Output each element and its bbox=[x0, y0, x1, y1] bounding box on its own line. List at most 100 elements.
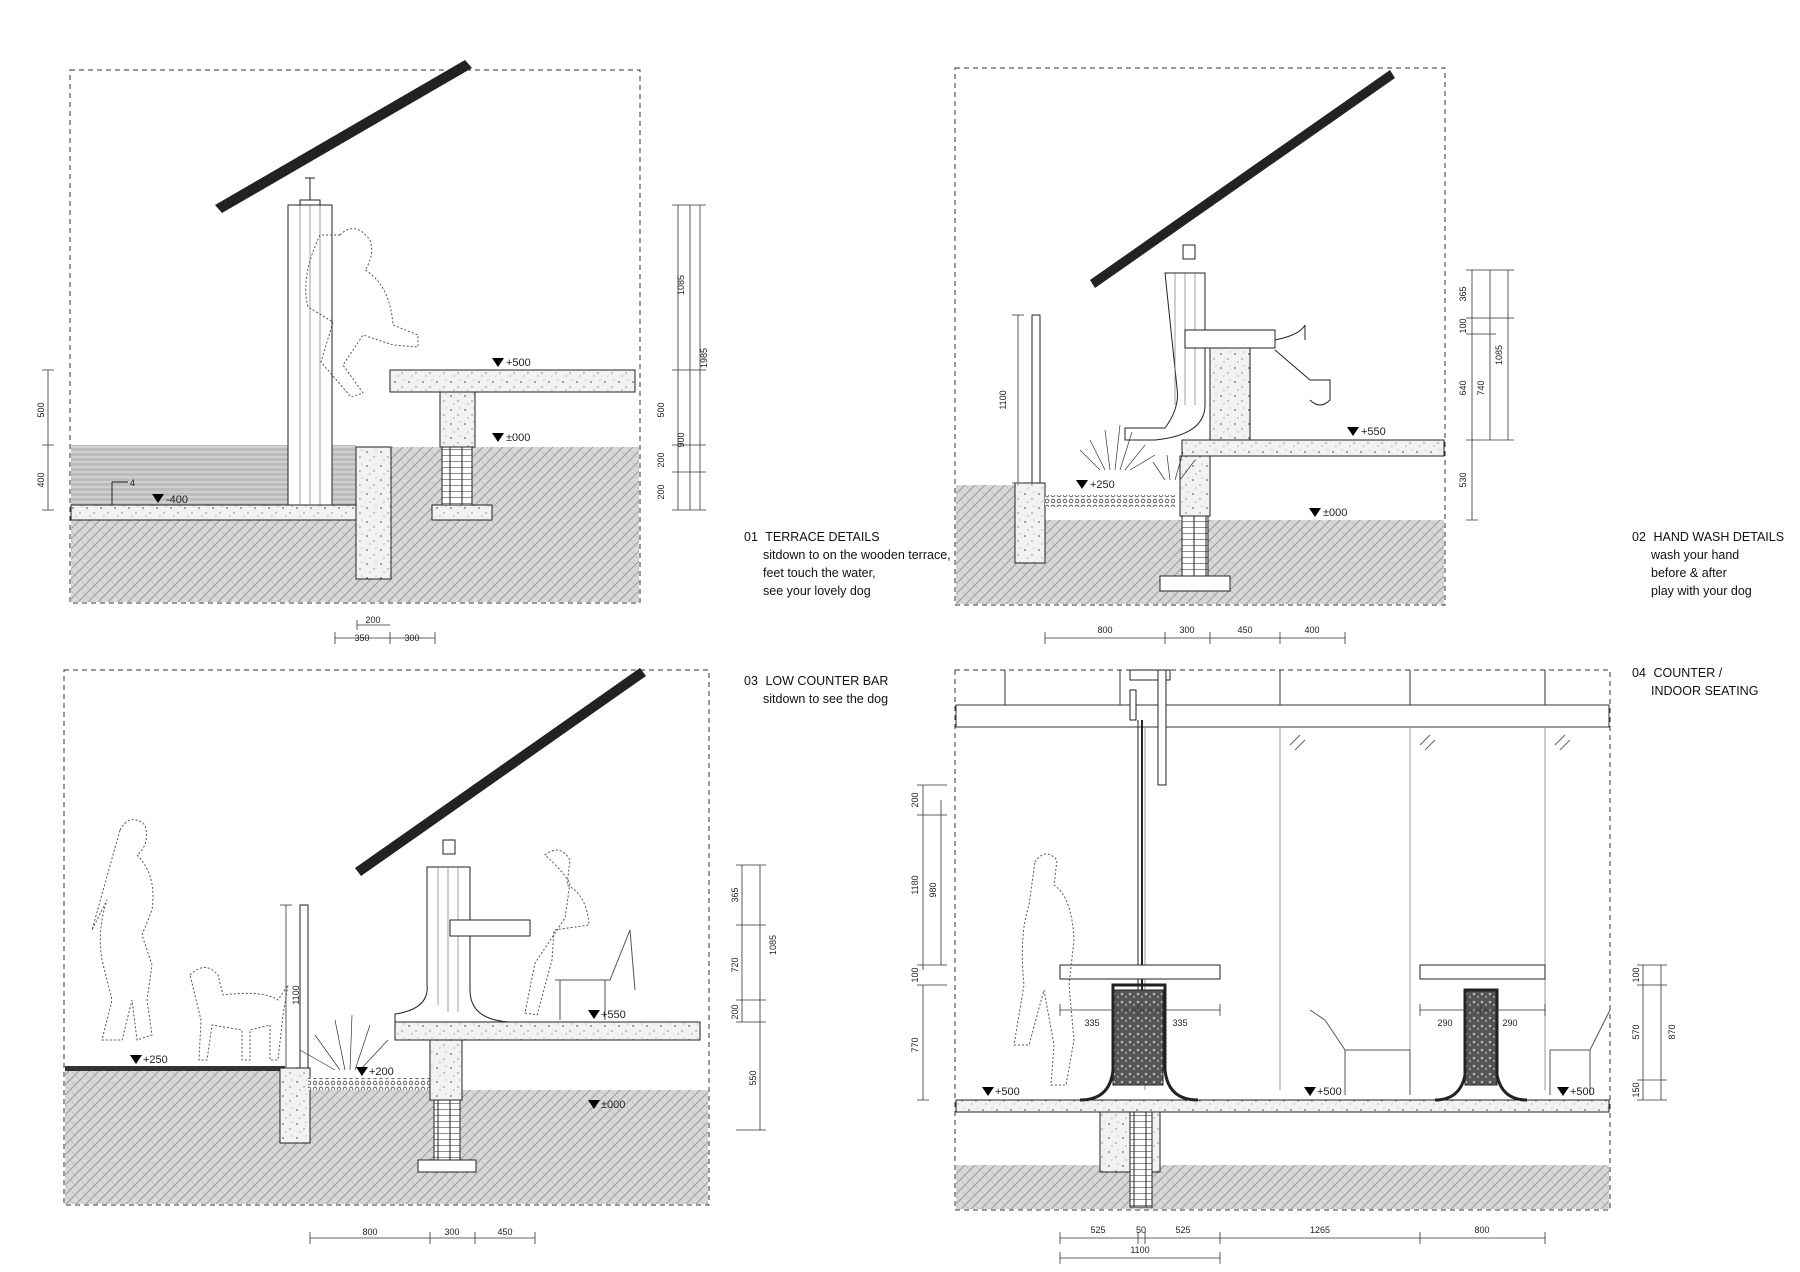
dimension-label: 1100 bbox=[291, 985, 301, 1004]
level-label: ±000 bbox=[1323, 507, 1347, 519]
column-cap bbox=[299, 177, 321, 206]
dimension-label: 150 bbox=[1631, 1082, 1641, 1097]
level-marker bbox=[1076, 480, 1088, 489]
caption-line: wash your hand bbox=[1651, 548, 1740, 562]
level-marker bbox=[588, 1010, 600, 1019]
planter-wall bbox=[1014, 482, 1046, 564]
dimension-label: 50 bbox=[1136, 1225, 1146, 1235]
grass-tuft bbox=[299, 1014, 389, 1071]
level-marker bbox=[1309, 508, 1321, 517]
ground-soil bbox=[956, 1165, 1609, 1209]
panel-terrace-section: +500 ±000 -400 4 1085 1985 500 900 200 2… bbox=[36, 60, 709, 644]
dimension-lines-left bbox=[917, 784, 947, 1101]
dimension-label: 350 bbox=[354, 633, 369, 643]
level-label: +200 bbox=[369, 1066, 394, 1078]
chair bbox=[1309, 1009, 1611, 1095]
dimension-label: 200 bbox=[365, 615, 380, 625]
dimension-label: 770 bbox=[910, 1037, 920, 1052]
pond-slab bbox=[70, 504, 357, 521]
dimension-label: 200 bbox=[656, 452, 666, 467]
slope-label: 4 bbox=[130, 478, 135, 488]
railing-post bbox=[1031, 314, 1041, 484]
dimension-label: 530 bbox=[1458, 472, 1468, 487]
grass-tuft bbox=[1152, 451, 1196, 481]
caption-hand-wash-details: 02 HAND WASH DETAILS wash your hand befo… bbox=[1632, 528, 1784, 600]
level-label: ±000 bbox=[506, 432, 530, 444]
dimension-label: 300 bbox=[404, 633, 419, 643]
caption-number: 03 bbox=[744, 674, 758, 688]
panel-low-counter-section: +250 +200 +550 ±000 1100 365 1085 720 20… bbox=[63, 668, 778, 1244]
level-label: +250 bbox=[143, 1054, 168, 1066]
dimension-label: 1265 bbox=[1310, 1225, 1330, 1235]
dimension-lines-right bbox=[1637, 964, 1667, 1101]
dimension-label: 100 bbox=[910, 967, 920, 982]
ceiling-beam bbox=[955, 704, 1610, 728]
dimension-lines-bottom bbox=[1044, 632, 1346, 644]
hanging-bracket bbox=[1157, 669, 1167, 786]
caption-line: feet touch the water, bbox=[763, 566, 876, 580]
dimension-label: 450 bbox=[1237, 625, 1252, 635]
panel-frame bbox=[63, 669, 710, 1206]
panel-frame bbox=[954, 67, 1446, 606]
seated-person-figure bbox=[524, 849, 590, 1016]
level-marker bbox=[356, 1067, 368, 1076]
panel-frame bbox=[954, 669, 1611, 1211]
bar-stool bbox=[555, 929, 636, 1020]
dimension-label: 400 bbox=[1304, 625, 1319, 635]
terrace-deck bbox=[389, 369, 636, 393]
caption-line: sitdown to on the wooden terrace, bbox=[763, 548, 951, 562]
slab-beam bbox=[429, 1039, 463, 1101]
level-marker bbox=[982, 1087, 994, 1096]
dimension-label: 300 bbox=[444, 1227, 459, 1237]
grass-tuft bbox=[1079, 424, 1156, 471]
caption-title: TERRACE DETAILS bbox=[765, 530, 880, 544]
caption-number: 02 bbox=[1632, 530, 1646, 544]
dimension-lines-left bbox=[1012, 314, 1024, 484]
dimension-label: 335 bbox=[1084, 1018, 1099, 1028]
level-label: +550 bbox=[1361, 426, 1386, 438]
dimension-lines-right bbox=[672, 204, 706, 511]
level-label: +500 bbox=[995, 1086, 1020, 1098]
retaining-wall bbox=[355, 446, 392, 580]
level-label: -400 bbox=[166, 494, 188, 506]
dimension-label: 1180 bbox=[910, 875, 920, 894]
footing bbox=[431, 504, 493, 521]
faucet-and-pipe bbox=[1274, 324, 1331, 406]
level-marker bbox=[1304, 1087, 1316, 1096]
ground-soil bbox=[65, 1090, 708, 1204]
dimension-label: 740 bbox=[1476, 380, 1486, 395]
dimension-label: 1985 bbox=[699, 348, 709, 368]
dimension-lines-right bbox=[1466, 269, 1514, 521]
counter-top bbox=[449, 919, 531, 937]
dimension-lines-bottom bbox=[309, 1232, 536, 1244]
dimension-label: 800 bbox=[1097, 625, 1112, 635]
level-marker bbox=[1557, 1087, 1569, 1096]
grass-line bbox=[65, 1066, 285, 1071]
column bbox=[394, 866, 511, 1023]
dimension-label: 1085 bbox=[1494, 345, 1504, 365]
dimension-label: 640 bbox=[1458, 380, 1468, 395]
ground-soil bbox=[65, 1070, 285, 1090]
caption-counter-indoor-seating: 04 COUNTER / INDOOR SEATING bbox=[1632, 664, 1758, 700]
deck-beam bbox=[439, 391, 476, 448]
dimension-label: 200 bbox=[656, 484, 666, 499]
level-marker bbox=[492, 433, 504, 442]
railing-post bbox=[299, 904, 309, 1069]
level-label: +500 bbox=[1570, 1086, 1595, 1098]
dimension-label: 525 bbox=[1090, 1225, 1105, 1235]
level-marker bbox=[130, 1055, 142, 1064]
counter-top bbox=[1059, 964, 1221, 980]
roof-beam bbox=[355, 668, 646, 876]
basin-pedestal bbox=[1209, 347, 1251, 441]
caption-title: LOW COUNTER BAR bbox=[765, 674, 889, 688]
caption-number: 04 bbox=[1632, 666, 1646, 680]
gravel-bed bbox=[308, 1078, 433, 1090]
dimension-label: 980 bbox=[928, 882, 938, 897]
dimension-label: 365 bbox=[730, 887, 740, 902]
level-label: +500 bbox=[1317, 1086, 1342, 1098]
dimension-label: 335 bbox=[1172, 1018, 1187, 1028]
basin-counter bbox=[1184, 329, 1276, 349]
footing bbox=[417, 1159, 477, 1173]
floor-slab bbox=[955, 1099, 1610, 1113]
